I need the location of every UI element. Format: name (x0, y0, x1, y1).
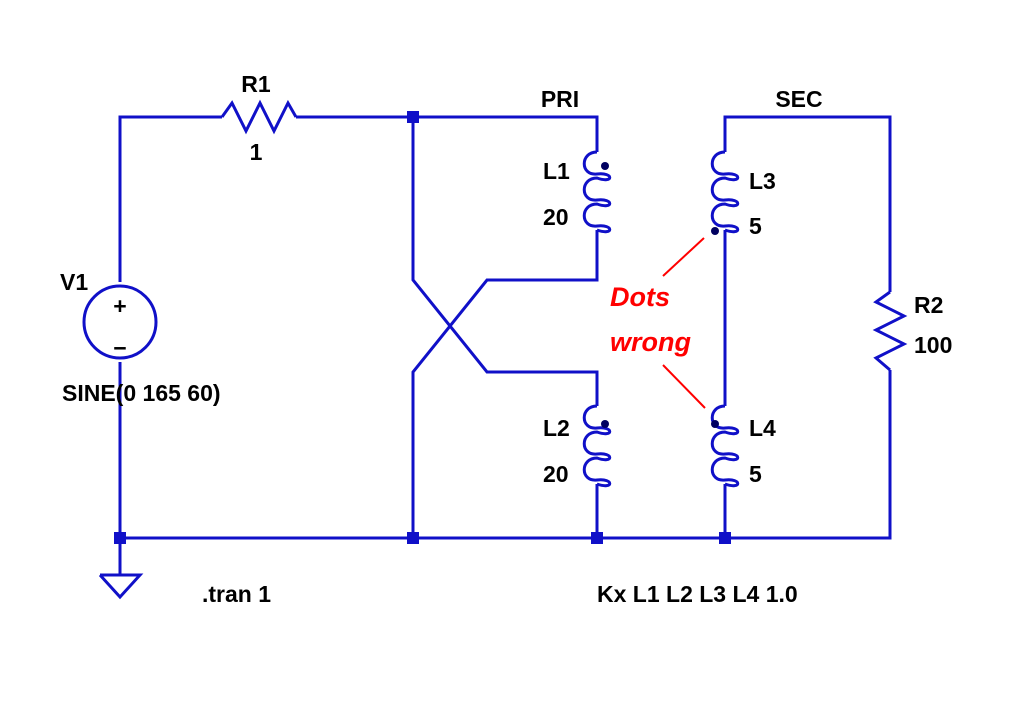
wire-v1-to-r1 (118, 115, 222, 282)
r2-value-label: 100 (914, 332, 952, 358)
voltage-source-v1 (82, 284, 158, 360)
phase-dots (601, 162, 719, 428)
ground-symbol (98, 573, 144, 600)
inductor-coils (582, 150, 740, 488)
annotation-pointer-top (662, 237, 705, 277)
inductor-l1 (582, 150, 612, 234)
phase-dot-l2 (601, 420, 609, 428)
l2-value-label: 20 (543, 461, 569, 487)
l4-value-label: 5 (749, 461, 762, 487)
junctions (114, 111, 731, 544)
phase-dot-l4 (711, 420, 719, 428)
v1-minus-sign: − (113, 335, 126, 361)
inductor-l3 (710, 150, 740, 234)
tran-directive: .tran 1 (202, 581, 271, 607)
wire-sec-top (723, 115, 892, 292)
r1-name-label: R1 (241, 71, 271, 97)
annotation-pointers (662, 237, 706, 409)
l1-name-label: L1 (543, 158, 570, 184)
wire-bottom (120, 370, 892, 540)
resistor-r2 (872, 290, 908, 372)
annotation-text-dots: Dots (610, 282, 670, 312)
phase-dot-l1 (601, 162, 609, 170)
annotation-pointer-bottom (662, 364, 706, 409)
v1-value-label: SINE(0 165 60) (62, 380, 221, 406)
wire-cross-b (411, 230, 599, 538)
v1-name-label: V1 (60, 269, 88, 295)
l4-name-label: L4 (749, 415, 776, 441)
r1-value-label: 1 (250, 139, 263, 165)
l1-value-label: 20 (543, 204, 569, 230)
junction-bottom-l4 (719, 532, 731, 544)
coupling-directive: Kx L1 L2 L3 L4 1.0 (597, 581, 798, 607)
junction-bottom-mid (407, 532, 419, 544)
wire-cross-a (411, 117, 599, 406)
phase-dot-l3 (711, 227, 719, 235)
inductor-l4 (710, 404, 740, 488)
wire-r1-to-pri (296, 115, 599, 152)
l2-name-label: L2 (543, 415, 570, 441)
junction-ground (114, 532, 126, 544)
l3-name-label: L3 (749, 168, 776, 194)
junction-bottom-l2 (591, 532, 603, 544)
pri-net-label: PRI (541, 86, 579, 112)
junction-top (407, 111, 419, 123)
r2-name-label: R2 (914, 292, 943, 318)
inductor-l2 (582, 404, 612, 488)
l3-value-label: 5 (749, 213, 762, 239)
resistor-r1 (220, 99, 298, 135)
annotation-text-wrong: wrong (610, 327, 691, 357)
sec-net-label: SEC (775, 86, 822, 112)
wires (82, 99, 908, 600)
v1-plus-sign: + (113, 293, 126, 319)
